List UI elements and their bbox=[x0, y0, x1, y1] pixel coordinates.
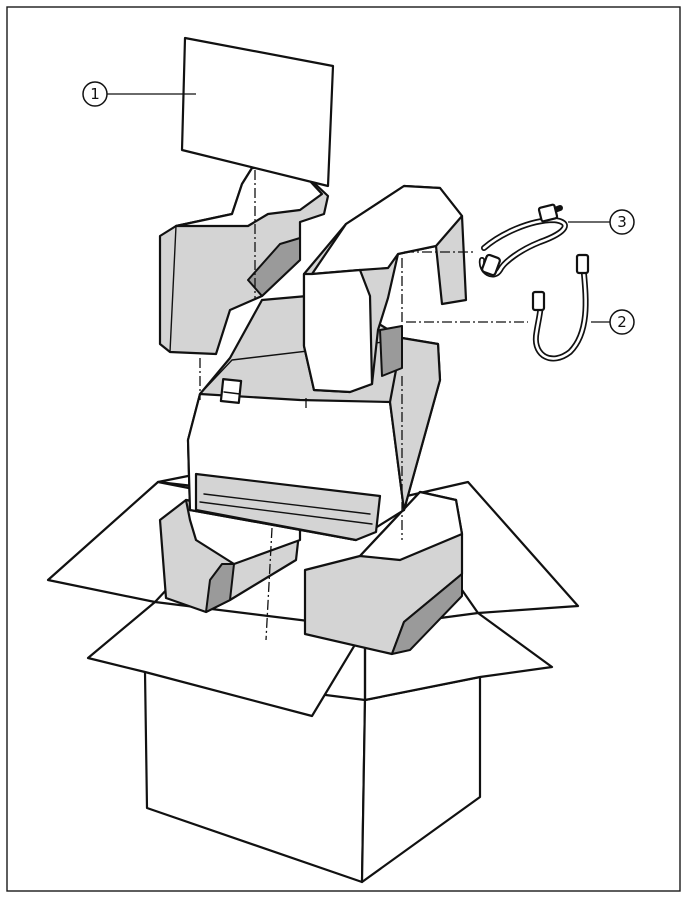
box-front-left-flap bbox=[86, 600, 367, 718]
power-cord bbox=[478, 203, 568, 278]
callout-3: 3 bbox=[568, 209, 635, 235]
top-foam-right bbox=[302, 184, 468, 394]
callout-1: 1 bbox=[82, 81, 196, 107]
scanner-button bbox=[219, 378, 243, 404]
box-front-face bbox=[143, 670, 367, 884]
top-foam-left bbox=[158, 164, 330, 356]
manual-document bbox=[180, 36, 335, 188]
alignment-lines bbox=[199, 170, 528, 641]
diagram-frame bbox=[6, 6, 681, 892]
callout-2-label: 2 bbox=[617, 313, 627, 331]
usb-cable bbox=[531, 253, 590, 362]
callout-2: 2 bbox=[591, 309, 635, 335]
scanner bbox=[186, 292, 442, 542]
callout-1-label: 1 bbox=[90, 85, 100, 103]
cardboard-box bbox=[46, 472, 580, 884]
callout-3-label: 3 bbox=[617, 213, 627, 231]
bottom-foam-right bbox=[303, 490, 464, 656]
box-right-face bbox=[360, 675, 482, 884]
